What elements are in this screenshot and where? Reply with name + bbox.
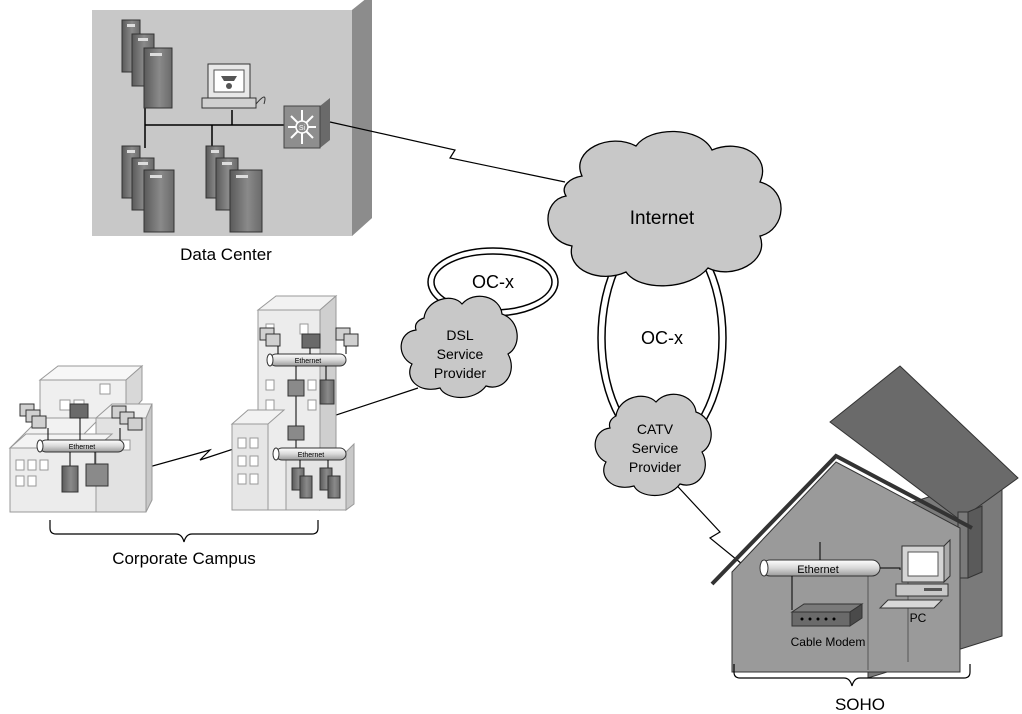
campus-brace xyxy=(49,520,319,543)
cable-modem-icon xyxy=(790,603,864,627)
router-icon xyxy=(85,463,109,487)
server-stack-icon xyxy=(205,145,263,233)
server-icon xyxy=(319,379,335,405)
internet-cloud xyxy=(547,130,782,287)
oc-x-left-label: OC-x xyxy=(472,272,514,292)
catv-label-line2: Service xyxy=(632,440,679,456)
hub-icon xyxy=(301,333,321,349)
campus-ethernet-right-bottom-label: Ethernet xyxy=(298,452,325,459)
ethernet-segment xyxy=(272,447,347,461)
data-center-label: Data Center xyxy=(180,245,272,264)
pc-label: PC xyxy=(910,611,927,625)
soho-label: SOHO xyxy=(835,695,885,714)
ethernet-segment xyxy=(266,353,347,367)
layer3-switch-icon: Si xyxy=(283,98,330,149)
soho-ethernet-label: Ethernet xyxy=(797,564,839,576)
router-icon xyxy=(287,379,305,397)
data-center: Si xyxy=(92,0,372,236)
workstation-group-icon xyxy=(111,405,143,431)
campus-ethernet-right-top-label: Ethernet xyxy=(295,358,322,365)
dsl-label-line1: DSL xyxy=(446,327,473,343)
soho-brace xyxy=(733,664,971,687)
campus-ethernet-left-label: Ethernet xyxy=(69,444,96,451)
server-stack-icon xyxy=(121,145,175,233)
server-stack-icon xyxy=(291,467,341,499)
workstation-group-icon xyxy=(19,403,47,429)
link-data-center-internet xyxy=(329,121,566,183)
dsl-label-line3: Provider xyxy=(434,365,486,381)
soho-ethernet-segment xyxy=(759,559,881,577)
hub-icon xyxy=(69,403,89,419)
soho-house: Ethernet PC Cable Modem xyxy=(710,365,1019,687)
corporate-campus-label: Corporate Campus xyxy=(112,549,256,568)
catv-label-line3: Provider xyxy=(629,459,681,475)
catv-cloud xyxy=(594,393,712,497)
workstation-group-icon xyxy=(259,327,281,347)
svg-text:Si: Si xyxy=(299,125,306,132)
ethernet-segment xyxy=(36,439,125,453)
router-icon xyxy=(287,425,305,441)
corporate-campus: Ethernet xyxy=(8,294,359,543)
catv-label-line1: CATV xyxy=(637,421,674,437)
dsl-cloud xyxy=(400,295,518,399)
server-icon xyxy=(61,465,79,493)
campus-building-right: Ethernet Ethernet xyxy=(230,294,359,512)
workstation-group-icon xyxy=(335,327,359,347)
cable-modem-label: Cable Modem xyxy=(791,635,866,649)
chimney xyxy=(957,505,983,579)
workstation-icon xyxy=(201,63,266,109)
internet-label: Internet xyxy=(630,208,695,229)
server-stack-icon xyxy=(121,19,173,109)
dsl-label-line2: Service xyxy=(437,346,484,362)
oc-x-right-label: OC-x xyxy=(641,328,683,348)
pc-icon xyxy=(878,538,951,609)
campus-building-left: Ethernet xyxy=(8,364,153,513)
